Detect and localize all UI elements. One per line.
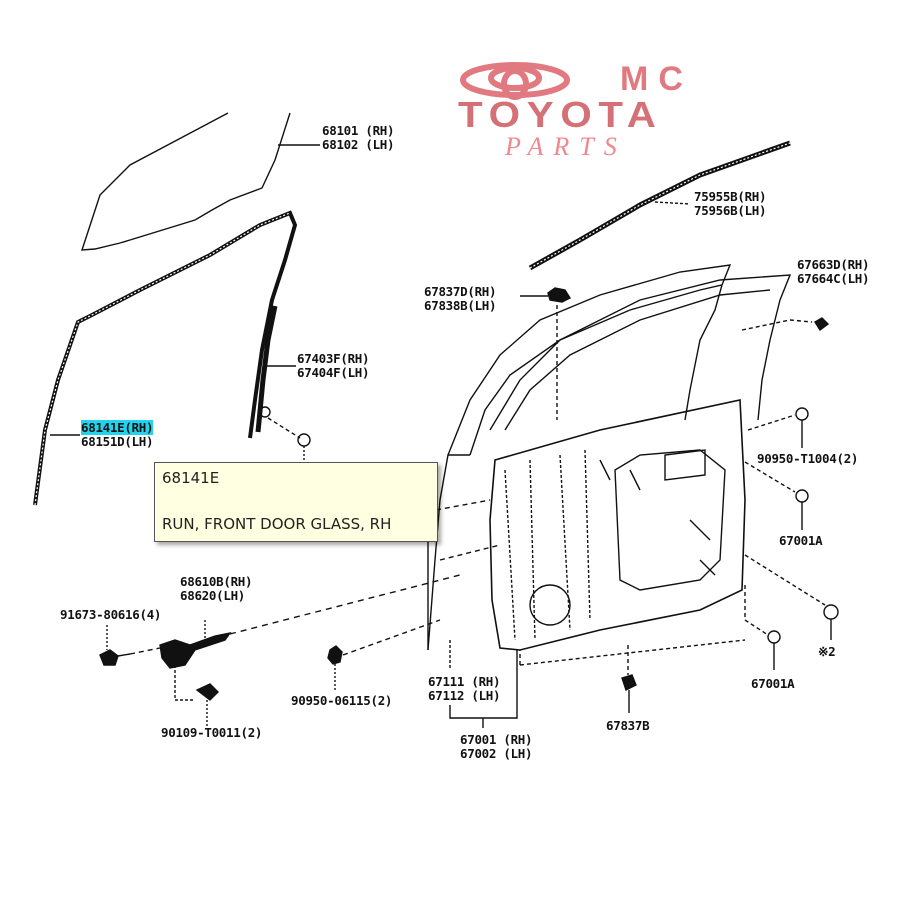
door-glass-outline (81, 112, 291, 251)
grommet-part (327, 645, 343, 665)
callout-plug-a2[interactable]: 67001A (751, 676, 795, 691)
part-number-lh[interactable]: 67664C(LH) (797, 271, 870, 286)
part-number-rh[interactable]: 67837D(RH) (424, 284, 497, 299)
callout-plug-a1[interactable]: 67001A (779, 533, 823, 548)
part-number-rh[interactable]: 75955B(RH) (694, 189, 767, 204)
mirror-clip-part (814, 317, 830, 332)
part-number-rh[interactable]: 67001 (RH) (460, 732, 533, 747)
callout-door-check[interactable]: 68610B(RH) 68620(LH) (180, 574, 253, 603)
callout-belt-moulding[interactable]: 75955B(RH) 75956B(LH) (694, 189, 767, 218)
callout-mirror-cover[interactable]: 67663D(RH) 67664C(LH) (797, 257, 870, 286)
door-check-part (159, 631, 232, 669)
callout-grommet[interactable]: 90950-06115(2) (291, 693, 393, 708)
hole-plug-icon (795, 489, 809, 503)
check-screw-part (195, 683, 219, 701)
part-number-rh[interactable]: 68101 (RH) (322, 123, 395, 138)
door-inner-panel (489, 399, 746, 651)
callout-bottom-clip[interactable]: 67837B (606, 718, 650, 733)
callout-front-pillar[interactable]: 67111 (RH) 67112 (LH) (428, 674, 501, 703)
callout-hole-plug[interactable]: 90950-T1004(2) (757, 451, 859, 466)
hole-plug-icon (795, 407, 809, 421)
part-number-lh[interactable]: 68102 (LH) (322, 137, 395, 152)
toyota-emblem-icon (460, 62, 570, 100)
part-number-lh[interactable]: 68151D(LH) (81, 434, 154, 449)
logo-parts-text: PARTS (505, 132, 627, 161)
part-number-rh[interactable]: 68610B(RH) (180, 574, 253, 589)
part-number-rh[interactable]: 67111 (RH) (428, 674, 501, 689)
glass-run-part (33, 210, 298, 506)
hole-plug-icon (823, 604, 839, 620)
part-number-rh[interactable]: 67403F(RH) (297, 351, 370, 366)
tooltip-description: RUN, FRONT DOOR GLASS, RH (162, 515, 392, 533)
callout-glass[interactable]: 68101 (RH) 68102 (LH) (322, 123, 395, 152)
part-number-lh[interactable]: 67404F(LH) (297, 365, 370, 380)
part-number-lh[interactable]: 75956B(LH) (694, 203, 767, 218)
rear-channel-part (255, 305, 278, 433)
callout-rear-channel[interactable]: 67403F(RH) 67404F(LH) (297, 351, 370, 380)
part-number-lh[interactable]: 67002 (LH) (460, 746, 533, 761)
part-number-rh[interactable]: 67663D(RH) (797, 257, 870, 272)
callout-door-clip-top[interactable]: 67837D(RH) 67838B(LH) (424, 284, 497, 313)
door-clip-top-part (547, 287, 572, 303)
callout-door-panel[interactable]: 67001 (RH) 67002 (LH) (460, 732, 533, 761)
part-number-lh[interactable]: 67112 (LH) (428, 688, 501, 703)
part-tooltip: 68141E RUN, FRONT DOOR GLASS, RH (154, 462, 438, 542)
door-frame-part (447, 264, 732, 456)
bottom-clip-part (621, 674, 637, 691)
part-number-lh[interactable]: 67838B(LH) (424, 298, 497, 313)
tooltip-part-code: 68141E (162, 469, 220, 487)
callout-glass-run[interactable]: 68141E(RH) 68151D(LH) (81, 420, 154, 449)
logo-mc-text: MC (620, 60, 693, 98)
check-bolt-part (99, 649, 119, 666)
callout-check-bolt[interactable]: 91673-80616(4) (60, 607, 162, 622)
callout-check-screw[interactable]: 90109-T0011(2) (161, 725, 263, 740)
hole-plug-icon (767, 630, 781, 644)
callout-note-mark: ※2 (818, 644, 836, 659)
part-number-rh-highlighted[interactable]: 68141E(RH) (81, 420, 154, 435)
part-number-lh[interactable]: 68620(LH) (180, 588, 246, 603)
logo-toyota-text: TOYOTA (458, 94, 663, 135)
